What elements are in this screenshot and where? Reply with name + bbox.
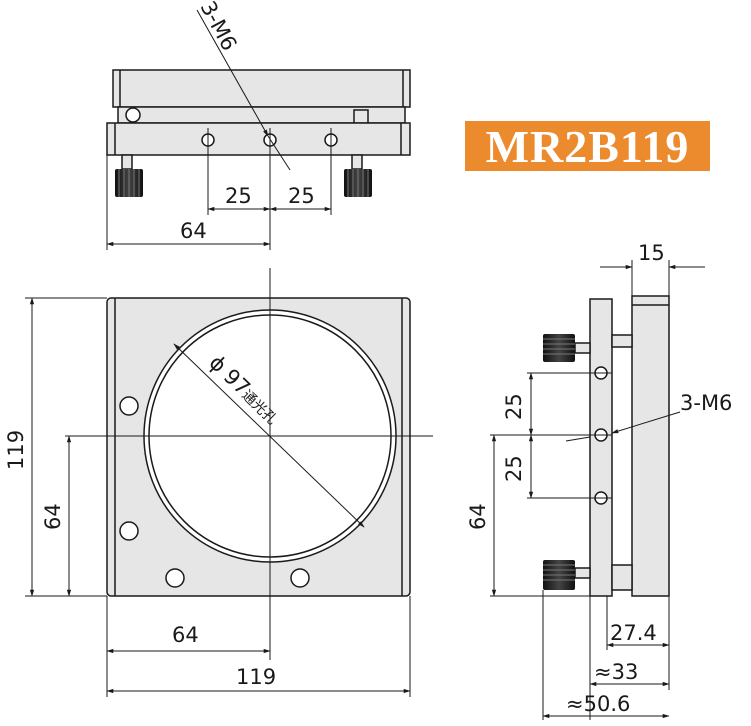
side-hole-callout: 3-M6 bbox=[680, 391, 732, 415]
front-hole-bottom-left bbox=[165, 568, 185, 588]
adjuster-knob-left bbox=[115, 169, 143, 197]
side-knob-lower bbox=[543, 560, 575, 590]
front-offset-width: 64 bbox=[172, 623, 199, 647]
top-view bbox=[106, 69, 411, 170]
side-back-plate bbox=[631, 295, 670, 597]
bottom-plate bbox=[106, 122, 411, 156]
side-view bbox=[574, 295, 670, 597]
side-depth-3: ≈50.6 bbox=[566, 692, 630, 716]
front-width: 119 bbox=[236, 665, 276, 689]
adjuster-knob-right bbox=[344, 169, 372, 197]
top-hole-callout: 3-M6 bbox=[196, 0, 242, 55]
top-offset: 64 bbox=[180, 219, 207, 243]
side-depth-1: 27.4 bbox=[610, 621, 657, 645]
front-view-dimensions bbox=[25, 268, 433, 697]
top-view-dimensions bbox=[106, 9, 332, 250]
side-view-dimensions bbox=[490, 260, 705, 720]
top-plate bbox=[112, 69, 411, 108]
top-pin bbox=[353, 109, 369, 124]
top-spacing-right: 25 bbox=[288, 184, 315, 208]
model-badge: MR2B119 bbox=[465, 121, 710, 172]
side-spacing-upper: 25 bbox=[502, 393, 526, 420]
front-offset-height: 64 bbox=[41, 503, 65, 530]
front-hole-middle bbox=[119, 521, 139, 541]
side-offset-height: 64 bbox=[466, 503, 490, 530]
front-hole-upper bbox=[119, 396, 139, 416]
front-view bbox=[106, 297, 411, 597]
front-hole-bottom-right bbox=[290, 568, 310, 588]
top-spacing-left: 25 bbox=[225, 184, 252, 208]
side-spacing-lower: 25 bbox=[502, 455, 526, 482]
front-height: 119 bbox=[4, 430, 28, 470]
side-knob-upper bbox=[543, 334, 575, 362]
side-plate-thickness: 15 bbox=[638, 241, 665, 265]
side-depth-2: ≈33 bbox=[594, 660, 638, 684]
side-front-plate bbox=[589, 298, 613, 597]
